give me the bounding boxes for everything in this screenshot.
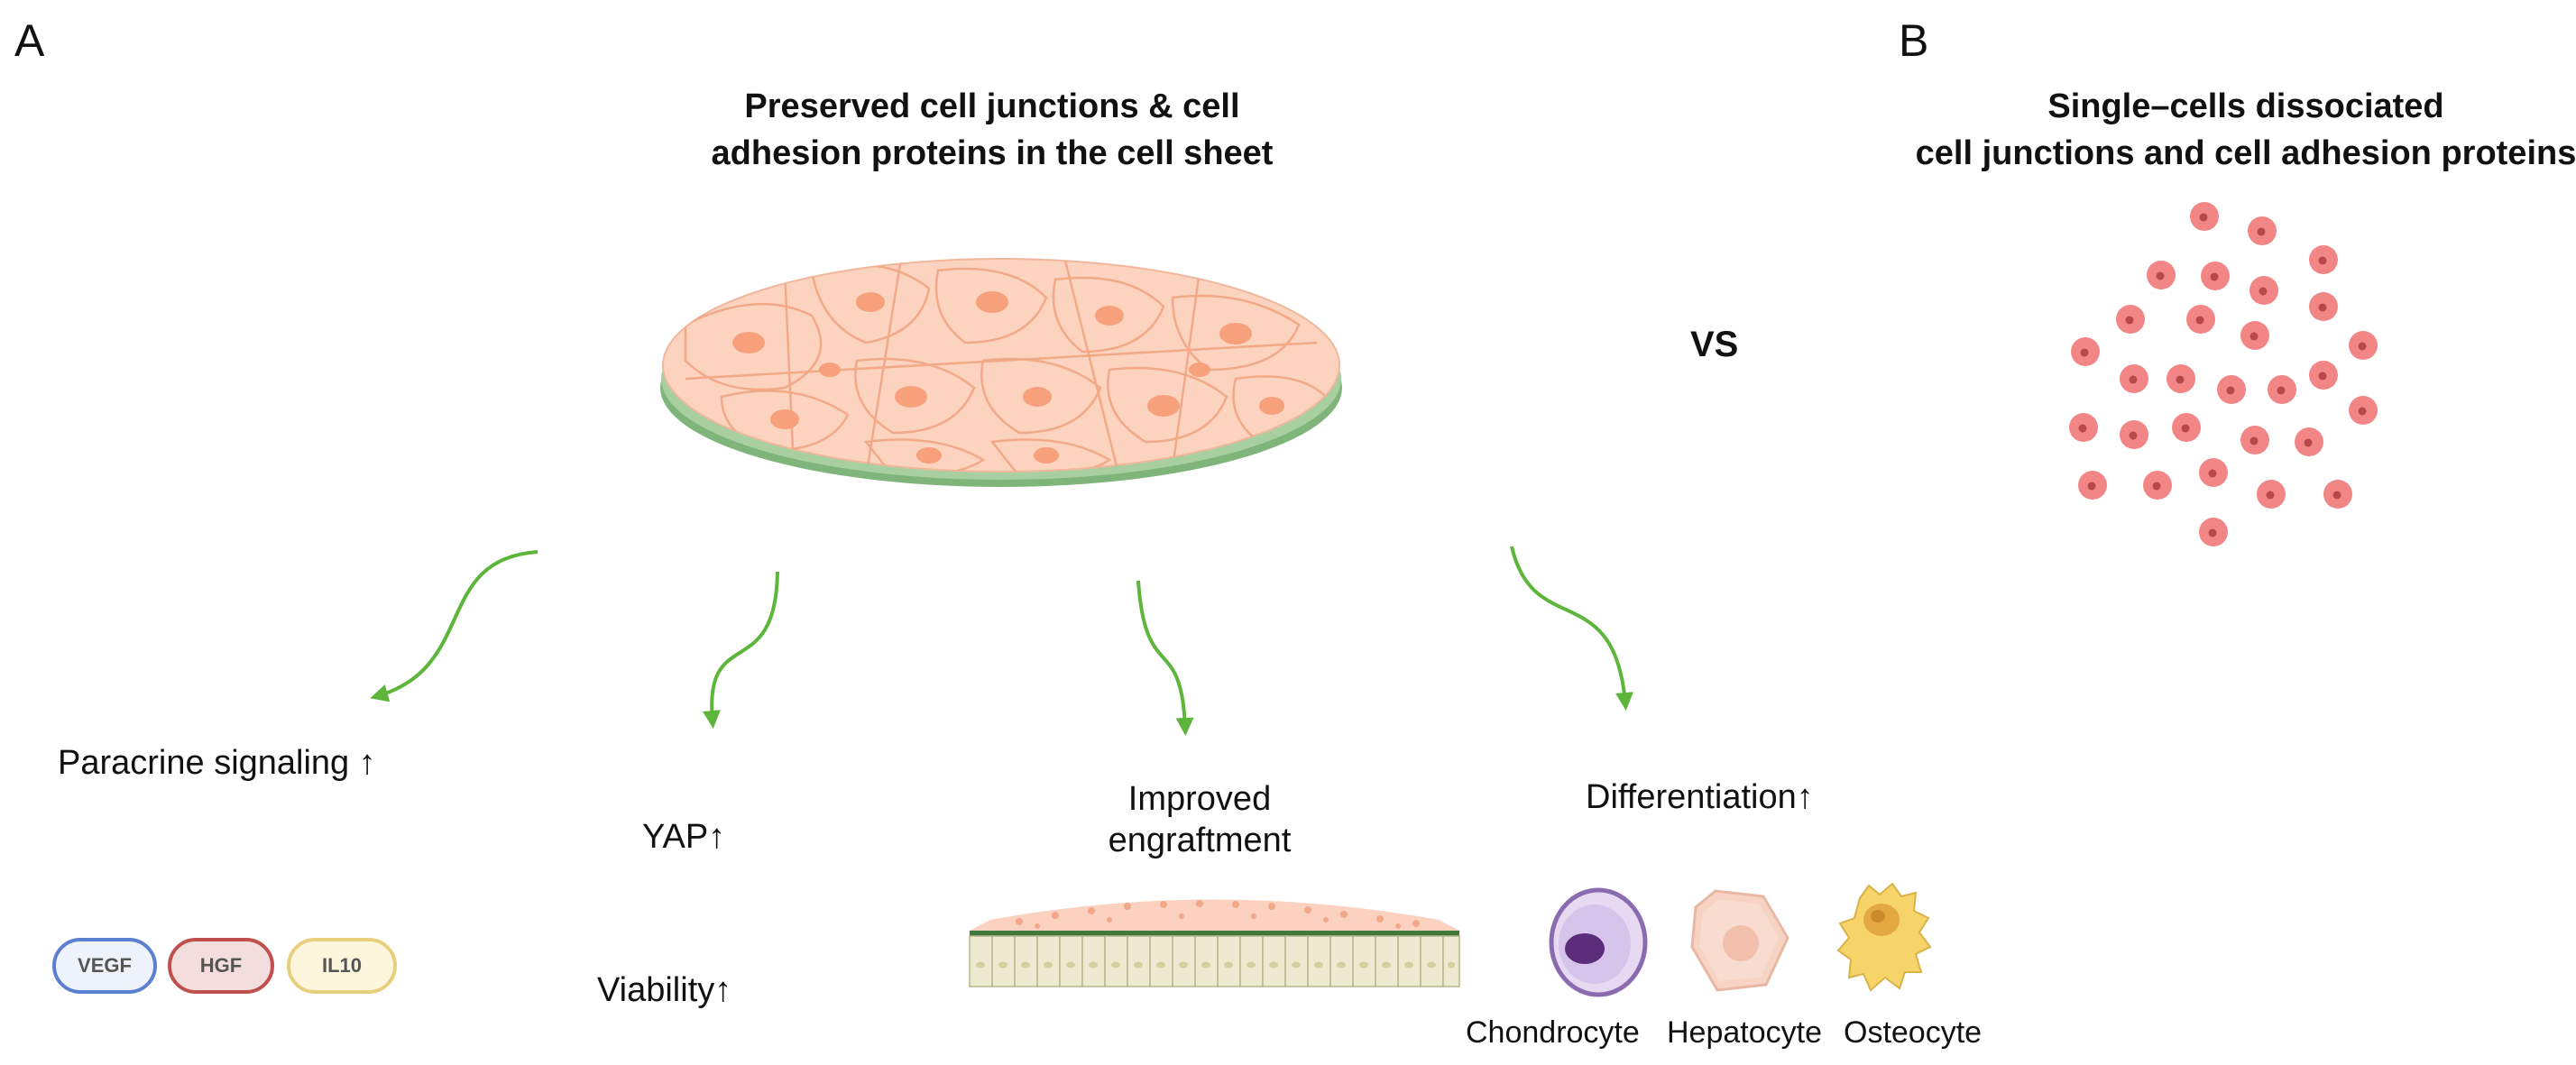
- graft-nuclei: [1016, 900, 1420, 929]
- single-cell-nucleus: [2176, 375, 2185, 384]
- single-cell-nucleus: [2358, 407, 2367, 416]
- chondrocyte-icon: [1549, 887, 1648, 997]
- single-cell-nucleus: [2152, 482, 2161, 491]
- panel-a-title-line1: Preserved cell junctions & cell: [744, 87, 1240, 125]
- single-cell-nucleus: [2210, 272, 2219, 281]
- single-cell-nucleus: [2087, 482, 2096, 491]
- panel-a-title-line2: adhesion proteins in the cell sheet: [711, 134, 1274, 172]
- sheet-nuclei: [732, 291, 1284, 464]
- single-cell-nucleus: [2249, 332, 2259, 341]
- single-cell-nucleus: [2129, 431, 2138, 440]
- single-cell-nucleus: [2156, 271, 2165, 280]
- single-cells-cluster: [2069, 202, 2378, 546]
- factor-pill-hgf: HGF: [168, 938, 274, 994]
- arrow-to-paracrine: [370, 550, 538, 702]
- single-cell-nucleus: [2208, 528, 2217, 537]
- engraftment-tissue-illustration: [969, 899, 1460, 987]
- single-cell-nucleus: [2266, 491, 2275, 500]
- graft-sheet: [970, 899, 1459, 931]
- improved-engraftment-label: Improved engraftment: [1064, 779, 1335, 861]
- single-cell-nucleus: [2226, 386, 2235, 395]
- single-cell-nucleus: [2181, 424, 2190, 433]
- single-cell-nucleus: [2318, 372, 2327, 381]
- single-cell-nucleus: [2318, 303, 2327, 312]
- single-cell-nucleus: [2318, 256, 2327, 265]
- single-cell-nucleus: [2195, 316, 2204, 325]
- engraftment-line1: Improved: [1127, 780, 1272, 818]
- arrow-to-differentiation: [1510, 546, 1633, 711]
- panel-a-letter: A: [14, 15, 45, 66]
- single-cell-nucleus: [2277, 386, 2286, 395]
- hepatocyte-icon: [1690, 889, 1789, 992]
- hepatocyte-label: Hepatocyte: [1667, 1015, 1822, 1050]
- panel-b-title: Single–cells dissociated cell junctions …: [1903, 83, 2576, 177]
- panel-b-title-line1: Single–cells dissociated: [2047, 87, 2444, 125]
- single-cell-nucleus: [2257, 227, 2266, 236]
- single-cell-nucleus: [2129, 375, 2138, 384]
- vs-label: VS: [1690, 325, 1739, 364]
- engraftment-line2: engraftment: [1108, 821, 1292, 859]
- single-cell-nucleus: [2125, 316, 2134, 325]
- cell-sheet-illustration: [660, 258, 1342, 487]
- single-cell-nucleus: [2078, 424, 2087, 433]
- single-cell-nucleus: [2332, 491, 2341, 500]
- single-cell-nucleus: [2259, 287, 2268, 296]
- panel-b-title-line2: cell junctions and cell adhesion protein…: [1915, 134, 2576, 172]
- chondrocyte-label: Chondrocyte: [1466, 1015, 1640, 1050]
- differentiation-label: Differentiation↑: [1586, 778, 1814, 816]
- single-cell-nucleus: [2358, 342, 2367, 351]
- single-cell-nucleus: [2208, 469, 2217, 478]
- graft-epithelium: [969, 935, 1460, 987]
- graft-epithelium-nuclei: [976, 961, 1455, 969]
- panel-a-title: Preserved cell junctions & cell adhesion…: [667, 83, 1317, 177]
- panel-b-letter: B: [1899, 15, 1929, 66]
- single-cell-nucleus: [2249, 436, 2259, 445]
- graft-basement-line: [970, 931, 1459, 936]
- osteocyte-icon: [1836, 882, 1932, 992]
- single-cell-nucleus: [2304, 438, 2313, 447]
- single-cell-nucleus: [2080, 348, 2089, 357]
- factor-pill-vegf: VEGF: [52, 938, 157, 994]
- yap-label: YAP↑: [642, 818, 726, 856]
- arrow-to-engraftment: [1136, 580, 1194, 736]
- sheet-top-surface: [662, 258, 1340, 473]
- paracrine-signaling-label: Paracrine signaling ↑: [58, 744, 376, 782]
- viability-label: Viability↑: [597, 971, 732, 1009]
- effect-arrows: [370, 546, 1633, 736]
- factor-pill-il10: IL10: [287, 938, 397, 994]
- osteocyte-label: Osteocyte: [1844, 1015, 1983, 1050]
- arrow-to-yap: [702, 571, 779, 729]
- single-cell-nucleus: [2199, 213, 2208, 222]
